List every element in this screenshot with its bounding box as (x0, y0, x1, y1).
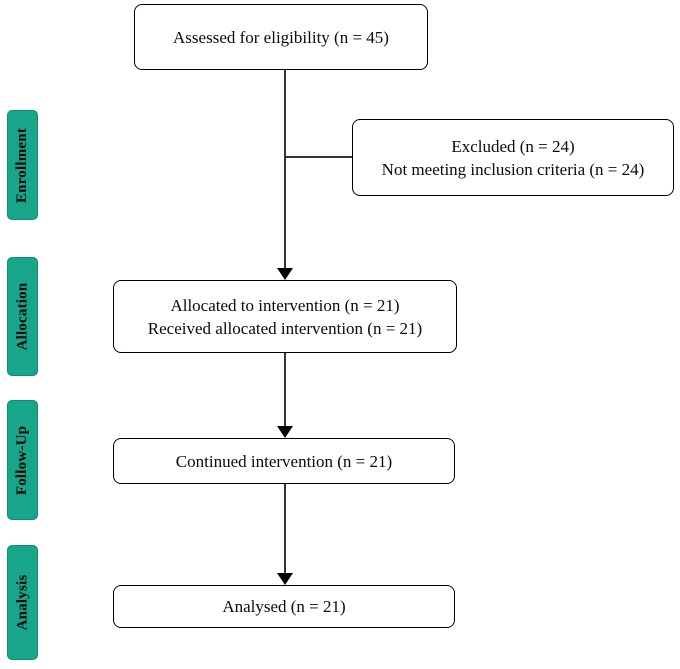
box-allocated-text-line2: Received allocated intervention (n = 21) (147, 318, 423, 338)
box-allocated-text-line1: Allocated to intervention (n = 21) (170, 295, 400, 315)
stage-label-allocation: Allocation (7, 257, 38, 376)
box-continued-text: Continued intervention (n = 21) (175, 451, 393, 471)
arrowhead-down-icon (277, 268, 293, 280)
box-analysed: Analysed (n = 21) (113, 585, 455, 628)
stage-label-follow-up-text: Follow-Up (14, 425, 30, 495)
stage-label-follow-up: Follow-Up (7, 400, 38, 520)
box-continued-intervention: Continued intervention (n = 21) (113, 438, 455, 484)
box-excluded-text-line2: Not meeting inclusion criteria (n = 24) (381, 159, 645, 179)
box-allocated-to-intervention: Allocated to intervention (n = 21) Recei… (113, 280, 457, 353)
arrowhead-down-icon (277, 426, 293, 438)
box-assessed-for-eligibility: Assessed for eligibility (n = 45) (134, 4, 428, 70)
connector-branch-to-excluded (284, 156, 352, 158)
connector-eligibility-to-allocated (284, 70, 286, 270)
arrowhead-down-icon (277, 573, 293, 585)
stage-label-enrollment-text: Enrollment (14, 127, 30, 203)
box-excluded: Excluded (n = 24) Not meeting inclusion … (352, 119, 674, 196)
stage-label-enrollment: Enrollment (7, 110, 38, 220)
connector-continued-to-analysed (284, 484, 286, 574)
stage-label-analysis: Analysis (7, 545, 38, 660)
box-assessed-for-eligibility-text: Assessed for eligibility (n = 45) (173, 27, 389, 47)
box-excluded-text-line1: Excluded (n = 24) (451, 136, 575, 156)
stage-label-analysis-text: Analysis (14, 574, 31, 631)
connector-allocated-to-continued (284, 353, 286, 428)
box-analysed-text: Analysed (n = 21) (222, 597, 346, 616)
stage-label-allocation-text: Allocation (14, 282, 30, 351)
